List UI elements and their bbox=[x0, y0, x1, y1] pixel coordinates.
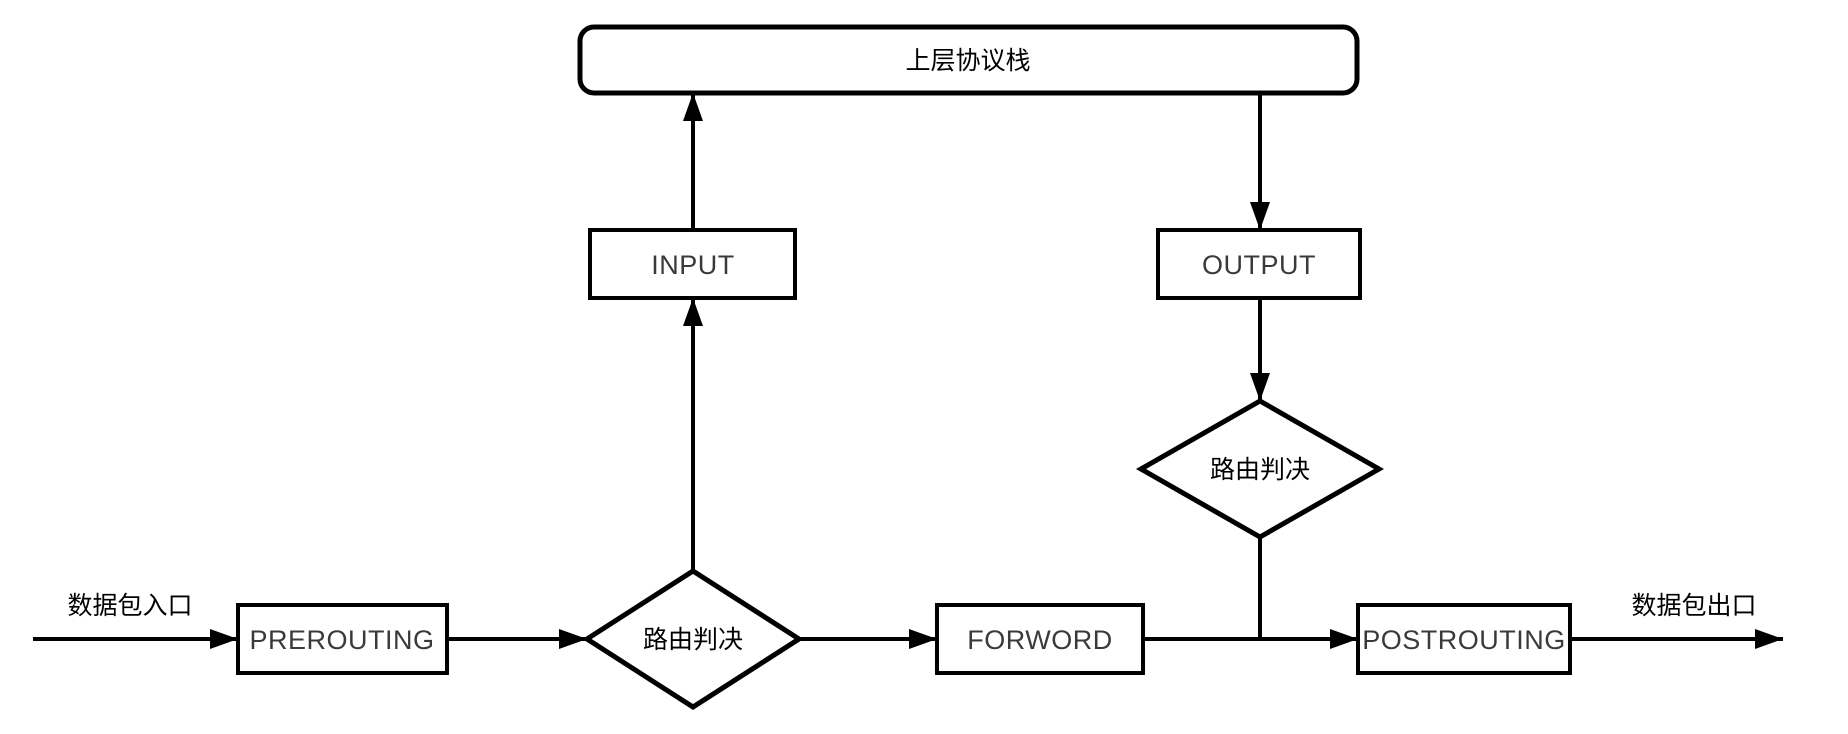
node-routing-decision-output bbox=[1135, 398, 1385, 540]
label-prerouting-chain: PREROUTING bbox=[249, 625, 434, 655]
label-output-chain: OUTPUT bbox=[1202, 250, 1316, 280]
node-routing-decision-center bbox=[582, 568, 804, 710]
label-postrouting-chain: POSTROUTING bbox=[1362, 625, 1566, 655]
node-output-chain bbox=[1156, 228, 1362, 300]
label-upper-protocol-stack: 上层协议栈 bbox=[905, 47, 1030, 75]
label-routing-decision-center: 路由判决 bbox=[643, 626, 743, 654]
label-routing-decision-output: 路由判决 bbox=[1210, 456, 1310, 484]
label-packet-exit: 数据包出口 bbox=[1631, 592, 1756, 620]
node-prerouting-chain bbox=[236, 603, 449, 675]
label-packet-entry: 数据包入口 bbox=[67, 592, 192, 620]
node-input-chain bbox=[588, 228, 797, 300]
node-upper-protocol-stack bbox=[577, 24, 1360, 96]
node-forword-chain bbox=[935, 603, 1145, 675]
label-input-chain: INPUT bbox=[651, 250, 735, 280]
node-postrouting-chain bbox=[1356, 603, 1572, 675]
label-forword-chain: FORWORD bbox=[967, 625, 1113, 655]
